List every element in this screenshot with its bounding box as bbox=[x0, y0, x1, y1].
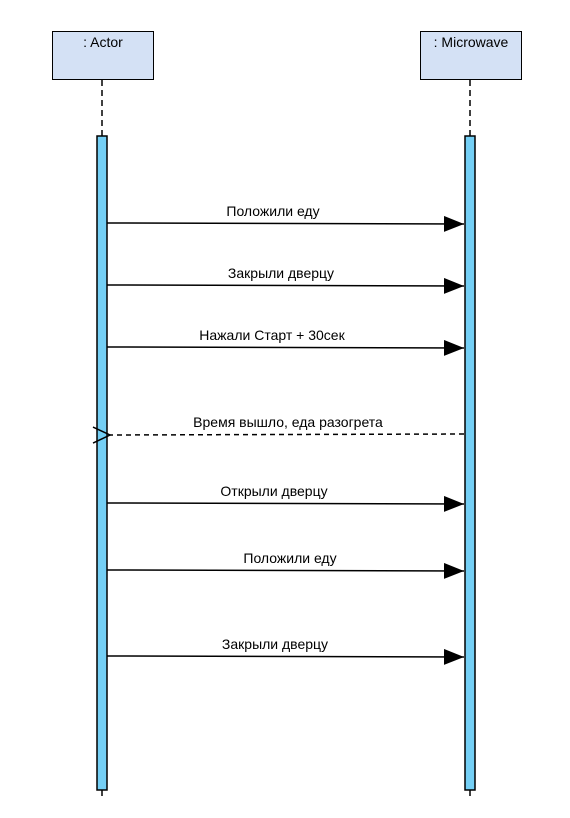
microwave-activation-bar bbox=[464, 135, 476, 791]
message-label-2: Закрыли дверцу bbox=[228, 265, 334, 281]
message-label-7: Закрыли дверцу bbox=[222, 636, 328, 652]
message-label-1: Положили еду bbox=[226, 203, 319, 219]
message-label-4: Время вышло, еда разогрета bbox=[193, 414, 383, 430]
message-arrow-4 bbox=[110, 434, 465, 435]
participant-actor: : Actor bbox=[52, 31, 154, 80]
message-arrow-5 bbox=[106, 495, 465, 512]
participant-microwave-label: : Microwave bbox=[433, 34, 509, 50]
actor-activation-bar bbox=[96, 135, 108, 791]
message-arrow-6 bbox=[106, 562, 465, 579]
message-arrow-7 bbox=[106, 648, 465, 665]
message-arrow-2 bbox=[106, 277, 465, 294]
participant-actor-label: : Actor bbox=[83, 34, 123, 50]
message-arrow-3 bbox=[106, 339, 465, 356]
message-arrow-1 bbox=[106, 215, 465, 232]
message-label-5: Открыли дверцу bbox=[220, 483, 327, 499]
message-label-3: Нажали Старт + 30сек bbox=[199, 327, 345, 343]
message-label-6: Положили еду bbox=[243, 550, 336, 566]
participant-microwave: : Microwave bbox=[420, 31, 522, 80]
